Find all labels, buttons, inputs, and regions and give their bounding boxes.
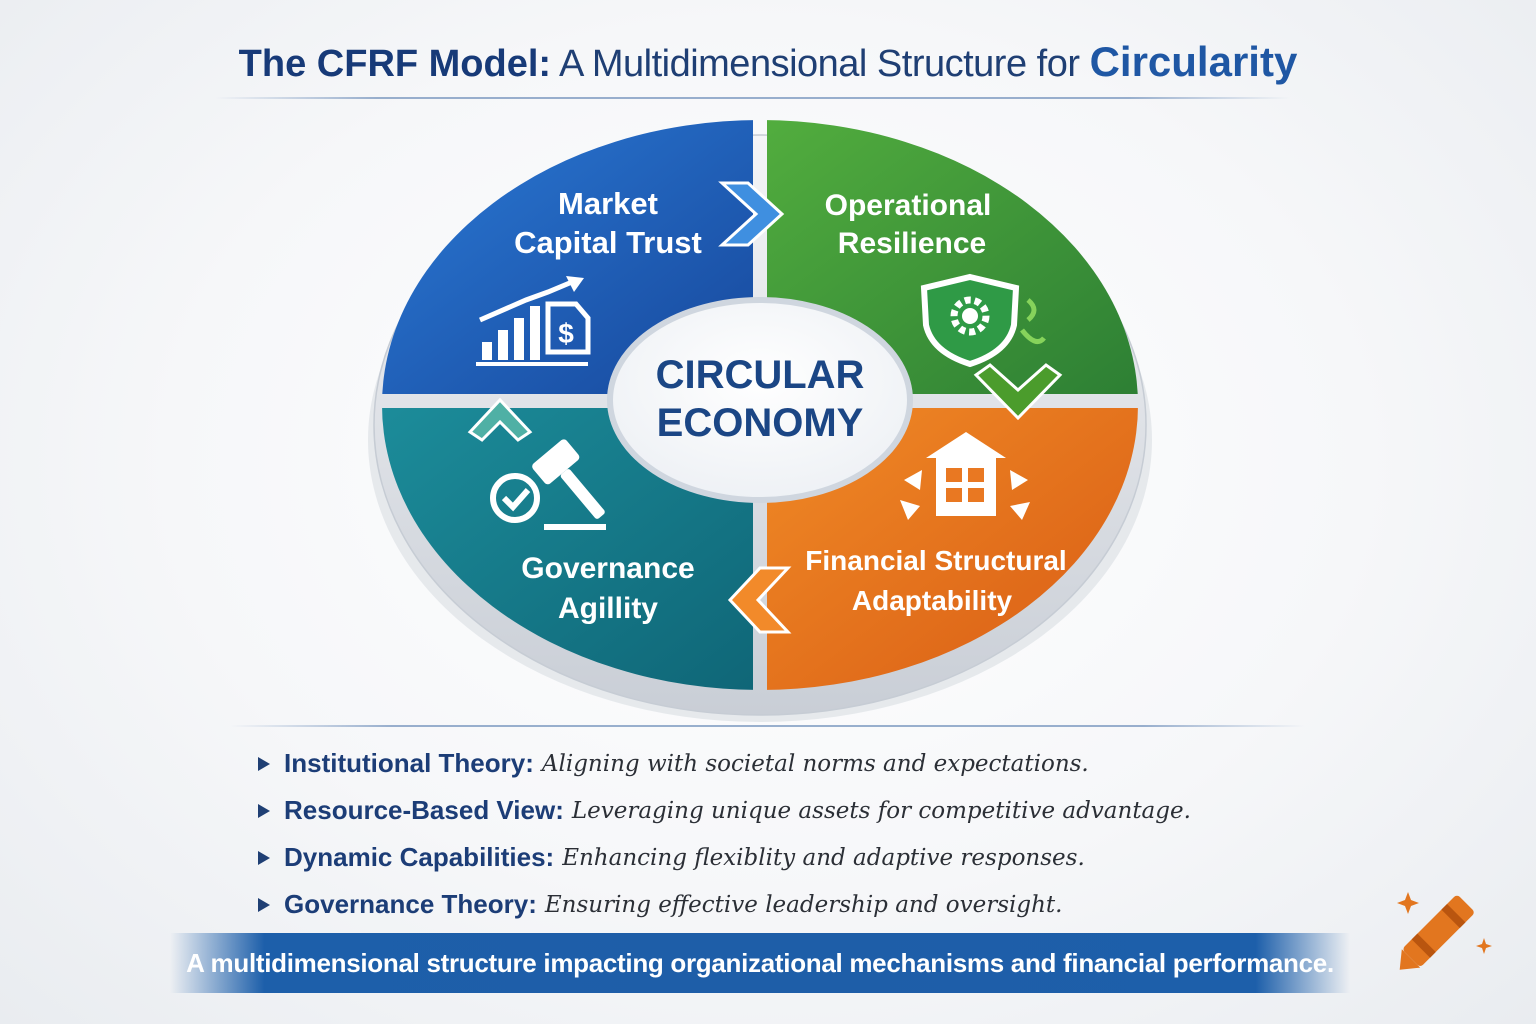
theory-description: Ensuring effective leadership and oversi… [544,891,1063,918]
page-title: The CFRF Model: A Multidimensional Struc… [0,38,1536,86]
market-label-line1: Market [558,186,658,221]
list-item: Resource-Based View: Leveraging unique a… [258,787,1258,834]
list-item: Dynamic Capabilities: Enhancing flexibli… [258,834,1258,881]
financial-label-line2: Adaptability [852,585,1013,616]
summary-text: A multidimensional structure impacting o… [186,947,1334,978]
list-item: Institutional Theory: Aligning with soci… [258,740,1258,787]
theory-term: Institutional Theory: [284,748,534,778]
operational-label-line1: Operational [825,189,992,222]
shield-gear-icon [920,273,1046,368]
title-emphasis: Circularity [1089,38,1298,85]
center-circle [607,297,913,503]
center-label-line1: CIRCULAR [656,353,865,397]
growth-chart-dollar-icon: $ [476,276,591,366]
bullet-arrow-icon [258,850,270,865]
financial-label-line1: Financial Structural [805,545,1066,576]
center-label-line2: ECONOMY [657,401,864,445]
governance-label-line2: Agillity [558,592,658,625]
theory-term: Dynamic Capabilities: [284,842,555,872]
governance-label-line1: Governance [521,552,694,585]
summary-banner: A multidimensional structure impacting o… [170,933,1350,993]
list-item: Governance Theory: Ensuring effective le… [258,881,1258,928]
chevron-left-icon [727,566,792,634]
bullet-arrow-icon [258,897,270,912]
chevron-up-icon [467,397,533,442]
cfrf-diagram: CIRCULAR ECONOMY Market Capital Trust Op… [368,120,1152,722]
theory-term: Resource-Based View: [284,795,564,825]
svg-text:$: $ [558,318,574,349]
title-model-name: The CFRF Model: [238,43,552,85]
operational-label-line2: Resilience [838,227,986,260]
gavel-check-icon [490,439,606,530]
title-subtitle: A Multidimensional Structure for [551,43,1090,85]
theory-description: Enhancing flexiblity and adaptive respon… [562,844,1085,871]
chevron-down-icon [973,363,1063,421]
title-divider [215,97,1290,99]
section-divider [230,725,1305,727]
bullet-arrow-icon [258,756,270,771]
theory-list: Institutional Theory: Aligning with soci… [258,740,1258,928]
chevron-right-icon [718,181,785,247]
bullet-arrow-icon [258,803,270,818]
theory-description: Aligning with societal norms and expecta… [541,750,1089,777]
theory-description: Leveraging unique assets for competitive… [571,797,1191,824]
building-arrows-icon [900,432,1030,520]
crayon-icon [1397,892,1492,970]
theory-term: Governance Theory: [284,889,537,919]
market-label-line2: Capital Trust [514,225,702,260]
